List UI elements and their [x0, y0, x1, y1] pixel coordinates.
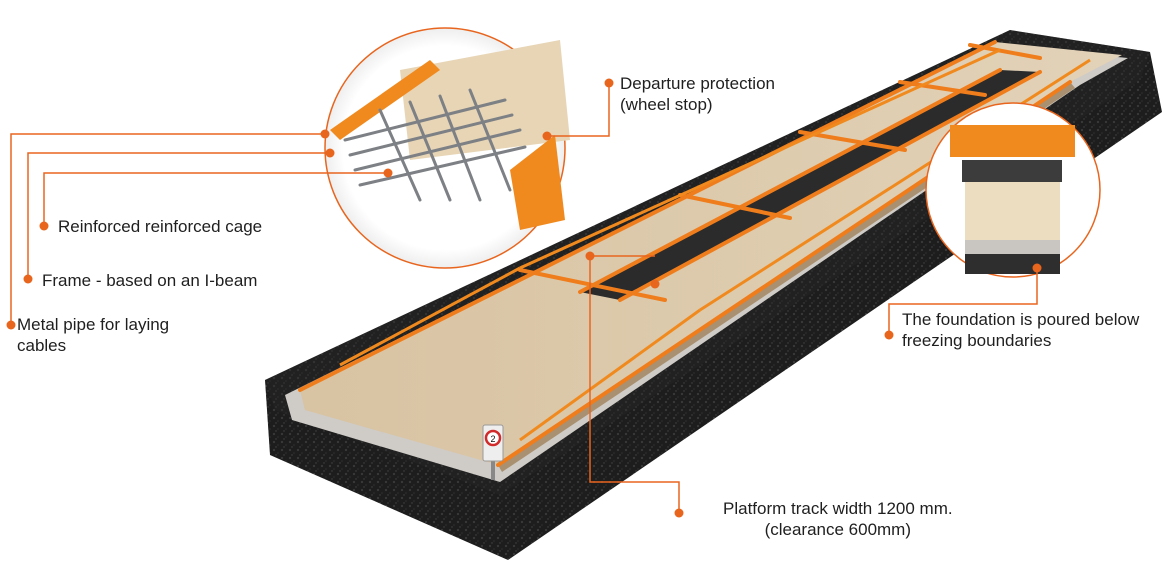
pipe-line-2: cables	[17, 336, 67, 355]
metal-pipe-label: Metal pipe for laying cables	[17, 314, 169, 356]
pipe-line-1: Metal pipe for laying	[17, 315, 170, 334]
callout-dots	[6, 78, 1042, 518]
callout-lines	[10, 83, 1038, 513]
platform-line-1: Platform track width 1200 mm.	[723, 499, 953, 518]
center-gap	[580, 70, 1040, 300]
departure-line-2: (wheel stop)	[620, 95, 713, 114]
foundation-label: The foundation is poured below freezing …	[902, 309, 1139, 351]
rebar-detail-circle	[324, 27, 570, 269]
platform-track-label: Platform track width 1200 mm. (clearance…	[723, 498, 953, 540]
foundation-line-1: The foundation is poured below	[902, 310, 1140, 329]
departure-protection-label: Departure protection (wheel stop)	[620, 73, 775, 115]
guard-rails	[339, 48, 1091, 442]
speed-limit-sign-icon: 2	[482, 424, 504, 480]
steel-frame	[298, 40, 1072, 467]
frame-label: Frame - based on an I-beam	[42, 271, 258, 290]
reinforced-cage-label: Reinforced reinforced cage	[58, 217, 263, 236]
svg-text:2: 2	[490, 434, 495, 444]
foundation-detail-circle	[925, 102, 1101, 278]
foundation-line-2: freezing boundaries	[902, 331, 1052, 350]
departure-line-1: Departure protection	[620, 74, 775, 93]
platform-line-2: (clearance 600mm)	[764, 520, 912, 539]
